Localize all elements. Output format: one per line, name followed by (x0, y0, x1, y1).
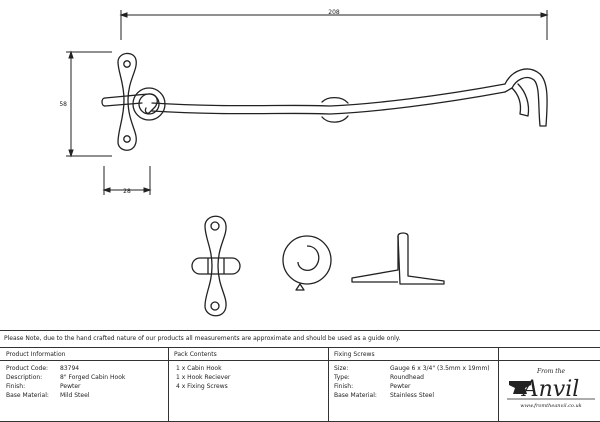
screw-size-label: Size: (334, 365, 349, 372)
logo-brand: Anvil (521, 377, 580, 402)
base-material-value: Mild Steel (60, 392, 90, 399)
finish-value: Pewter (60, 383, 81, 390)
finish-label: Finish: (6, 383, 26, 390)
screw-type-label: Type: (334, 374, 350, 381)
logo-small-text: From the (536, 368, 566, 375)
product-code-value: 83794 (60, 365, 80, 372)
divider-headers (0, 360, 600, 361)
pack-item: 1 x Hook Reciever (176, 374, 231, 381)
measurement-note: Please Note, due to the hand crafted nat… (4, 335, 401, 342)
base-material-label: Base Material: (6, 392, 49, 399)
divider-note (0, 347, 600, 348)
pack-contents-title: Pack Contents (174, 351, 217, 358)
screw-material-value: Stainless Steel (390, 392, 435, 399)
column-divider-3 (498, 347, 499, 422)
screw-material-label: Base Material: (334, 392, 377, 399)
pack-item: 4 x Fixing Screws (176, 383, 228, 390)
description-label: Description: (6, 374, 43, 381)
plate-part (191, 215, 241, 317)
description-value: 8" Forged Cabin Hook (60, 374, 126, 381)
screw-size-value: Gauge 6 x 3/4" (3.5mm x 19mm) (390, 365, 490, 372)
anvil-icon (509, 381, 531, 394)
fixing-bracket-part (351, 232, 445, 285)
screw-type-value: Roundhead (390, 374, 424, 381)
column-divider-2 (328, 347, 329, 422)
product-code-label: Product Code: (6, 365, 49, 372)
receiver-part (282, 235, 332, 291)
dim-width-label: 208 (328, 9, 340, 16)
dim-height-label: 58 (59, 101, 67, 108)
cabin-hook-drawing (101, 52, 548, 151)
screw-finish-label: Finish: (334, 383, 354, 390)
dim-base-label: 28 (123, 188, 131, 195)
screw-finish-value: Pewter (390, 383, 411, 390)
pack-item: 1 x Cabin Hook (176, 365, 222, 372)
anvil-logo: From the Anvil www.fromtheanvil.co.uk (507, 368, 595, 409)
divider-top (0, 330, 600, 331)
logo-url: www.fromtheanvil.co.uk (520, 403, 581, 409)
column-divider-1 (168, 347, 169, 422)
product-info-title: Product Information (6, 351, 66, 358)
technical-drawing: 208 58 28 (59, 9, 549, 317)
fixing-screws-title: Fixing Screws (334, 351, 375, 358)
